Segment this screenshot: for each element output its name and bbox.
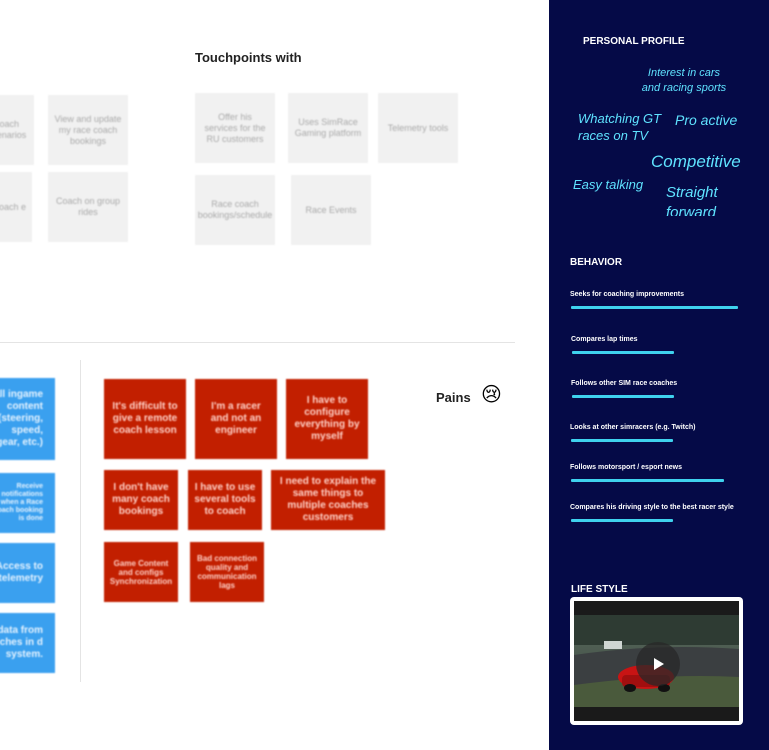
gain-sticky[interactable]: Access to telemetry [0,543,55,603]
trait: Whatching GT races on TV [578,111,662,143]
play-icon [654,658,664,670]
touchpoint-sticky[interactable]: Offer his services for the RU customers [195,93,275,163]
behavior-level-bar [571,519,673,522]
sticky-note[interactable]: y coach e [0,172,32,242]
behavior-label: Looks at other simracers (e.g. Twitch) [570,424,696,431]
trait: Pro active [675,112,738,128]
pain-sticky[interactable]: I have to configure everything by myself [286,379,368,459]
behavior-level-bar [572,395,674,398]
touchpoint-sticky[interactable]: Race coach bookings/schedule [195,175,275,245]
behavior-label: Compares lap times [571,336,638,343]
touchpoint-sticky[interactable]: Race Events [291,175,371,245]
behavior-title: BEHAVIOR [570,257,623,268]
sticky-note[interactable]: View and update my race coach bookings [48,95,128,165]
column-divider [80,360,81,682]
behavior-level-bar [571,479,724,482]
behavior-label: Follows motorsport / esport news [570,464,683,471]
sticky-note[interactable]: coach scenarios [0,95,34,165]
trait: Interest in cars and racing sports [641,67,727,94]
pains-heading: Pains [436,390,471,405]
gain-sticky[interactable]: Receive notifications when a Race coach … [0,473,55,533]
personal-profile-title: PERSONAL PROFILE [583,36,685,47]
pain-sticky[interactable]: I need to explain the same things to mul… [271,470,385,530]
behavior-label: Seeks for coaching improvements [570,291,684,298]
sticky-note[interactable]: Coach on group rides [48,172,128,242]
behavior-level-bar [571,439,673,442]
behavior-level-bar [571,306,738,309]
pain-sticky[interactable]: Bad connection quality and communication… [190,542,264,602]
pain-sticky[interactable]: I don't have many coach bookings [104,470,178,530]
lifestyle-title: LIFE STYLE [571,584,628,595]
behavior-label: Follows other SIM race coaches [571,380,678,387]
pain-sticky[interactable]: It's difficult to give a remote coach le… [104,379,186,459]
lifestyle-video[interactable] [570,597,743,725]
behavior-label: Compares his driving style to the best r… [570,504,734,511]
section-divider [0,342,515,343]
trait: Competitive [651,152,741,171]
gain-sticky[interactable]: data from ches in d system. [0,613,55,673]
touchpoint-sticky[interactable]: Telemetry tools [378,93,458,163]
video-frame [574,601,739,721]
gain-sticky[interactable]: all ingame content (steering, speed, gea… [0,378,55,460]
pain-sticky[interactable]: Game Content and configs Synchronization [104,542,178,602]
touchpoints-heading: Touchpoints with [195,50,302,65]
pain-sticky[interactable]: I have to use several tools to coach [188,470,262,530]
trait: Straight forward [666,184,718,216]
pain-sticky[interactable]: I'm a racer and not an engineer [195,379,277,459]
trait: Easy talking [573,177,644,192]
touchpoint-sticky[interactable]: Uses SimRace Gaming platform [288,93,368,163]
behavior-level-bar [572,351,674,354]
play-button[interactable] [636,642,680,686]
sad-face-icon: 😢 [481,384,502,406]
